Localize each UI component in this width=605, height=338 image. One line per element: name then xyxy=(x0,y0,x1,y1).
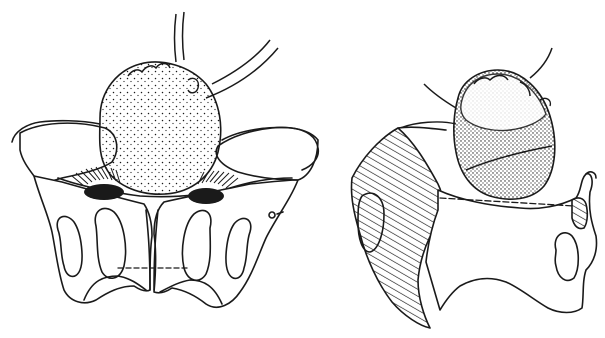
sacrum-hatched xyxy=(351,128,442,328)
left-spine-ligament xyxy=(84,184,124,200)
fetal-head-front-skull xyxy=(100,62,221,194)
fetal-back-line xyxy=(212,40,270,84)
fetal-shoulder-line xyxy=(206,48,278,98)
pubic-symphysis-side xyxy=(572,198,587,229)
right-innominate-lower xyxy=(154,180,298,307)
right-spine-ligament xyxy=(188,188,224,204)
fetal-face-side xyxy=(461,74,546,131)
fetal-neck-left xyxy=(175,14,177,62)
fetal-neck-side xyxy=(424,84,456,108)
sacral-promontory xyxy=(398,127,446,130)
fetal-body-side xyxy=(530,48,552,78)
fetal-neck-right xyxy=(183,12,185,60)
